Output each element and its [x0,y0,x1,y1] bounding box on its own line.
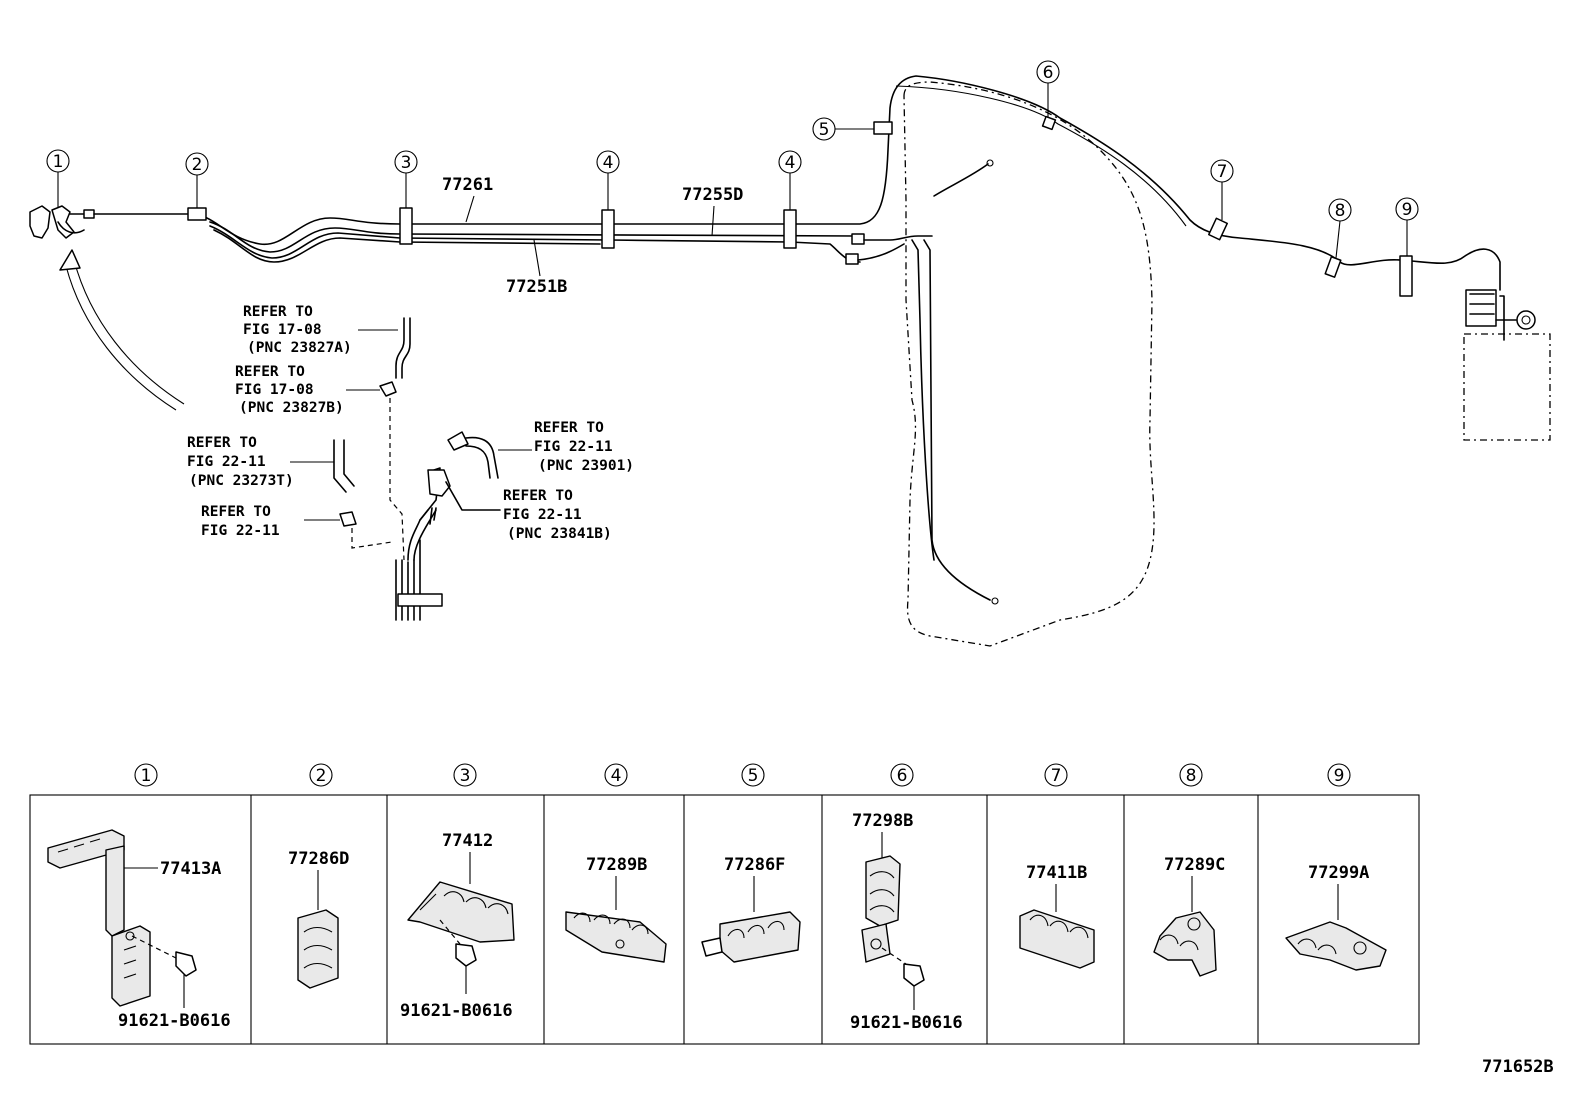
clip-9-drawing [1399,255,1413,297]
front-clip-drawing [29,205,95,239]
figure-id: 771652B [1482,1057,1554,1077]
bolt-6-drawing [881,947,925,1010]
ref-1-line1: REFER TO [243,304,313,320]
part-77299A-label: 77299A [1308,863,1369,883]
parts-table: 1 2 3 4 5 6 7 8 9 77413A 9 [29,763,1420,1045]
table-col-5-num: 5 [748,766,759,786]
callout-9: 9 [1402,200,1413,220]
canister-drawing [1463,289,1551,441]
table-col-9-num: 9 [1334,766,1345,786]
part-77286F-label: 77286F [724,855,785,875]
part-77413A-label: 77413A [160,859,221,879]
callout-2: 2 [192,155,203,175]
clip-2-drawing [187,207,207,221]
callout-6: 6 [1043,63,1054,83]
bolt-6-label: 91621-B0616 [850,1013,963,1033]
clip-4a-drawing [601,209,615,249]
part-77411B-label: 77411B [1026,863,1087,883]
lower-connector-drawing [333,317,501,621]
label-77251B: 77251B [506,277,567,297]
part-77286D-label: 77286D [288,849,349,869]
part-77298B-drawing [861,855,901,963]
clip-8-drawing [1324,256,1342,278]
ref-3-line3: (PNC 23273T) [189,473,294,489]
bolt-1-drawing [131,935,197,1008]
bolt-1-label: 91621-B0616 [118,1011,231,1031]
part-77289C-drawing [1153,911,1217,977]
callout-1: 1 [53,152,64,172]
callout-4a: 4 [603,153,614,173]
part-77412-label: 77412 [442,831,493,851]
ref-3-line1: REFER TO [187,435,257,451]
callout-4b: 4 [785,153,796,173]
ref-4-line2: FIG 22-11 [201,523,280,539]
callout-7: 7 [1217,162,1228,182]
ref-6-line2: FIG 22-11 [503,507,582,523]
part-77286D-drawing [297,909,339,989]
ref-2-line1: REFER TO [235,364,305,380]
ref-5-line1: REFER TO [534,420,604,436]
table-col-6-num: 6 [897,766,908,786]
table-col-1-num: 1 [141,766,152,786]
part-77413A-drawing [47,829,151,1007]
upper-callouts: 1 2 3 4 4 5 6 7 8 9 [46,60,1419,259]
callout-3: 3 [401,153,412,173]
ref-2-line2: FIG 17-08 [235,382,314,398]
table-col-2-num: 2 [316,766,327,786]
ref-1-line3: (PNC 23827A) [247,340,352,356]
clip-5-drawing [873,121,893,135]
bolt-3-label: 91621-B0616 [400,1001,513,1021]
part-77289B-drawing [565,911,667,963]
label-77261: 77261 [442,175,493,195]
part-77289B-label: 77289B [586,855,647,875]
ref-1-line2: FIG 17-08 [243,322,322,338]
ref-3-line2: FIG 22-11 [187,454,266,470]
callout-8: 8 [1335,201,1346,221]
part-77298B-label: 77298B [852,811,913,831]
fuel-tank-outline [903,81,1155,647]
table-col-4-num: 4 [611,766,622,786]
clip-6-drawing [1041,115,1057,131]
part-77411B-drawing [1019,909,1095,969]
refer-notes: REFER TO FIG 17-08 (PNC 23827A) REFER TO… [187,304,634,542]
bolt-3-drawing [439,919,477,994]
clip-3-drawing [399,207,413,245]
part-77286F-drawing [701,911,801,963]
part-77412-drawing [407,881,515,943]
table-col-8-num: 8 [1186,766,1197,786]
arrow-to-clip [59,249,185,411]
ref-6-line3: (PNC 23841B) [507,526,612,542]
clip-7-drawing [1208,217,1228,241]
part-77299A-drawing [1285,921,1387,971]
table-col-7-num: 7 [1051,766,1062,786]
clip-4b-drawing [783,209,797,249]
ref-5-line3: (PNC 23901) [538,458,634,474]
ref-2-line3: (PNC 23827B) [239,400,344,416]
ref-6-line1: REFER TO [503,488,573,504]
ref-5-line2: FIG 22-11 [534,439,613,455]
table-col-3-num: 3 [460,766,471,786]
part-77289C-label: 77289C [1164,855,1225,875]
label-77255D: 77255D [682,185,743,205]
ref-4-line1: REFER TO [201,504,271,520]
fuel-line-bundle [93,75,1501,291]
callout-5: 5 [819,120,830,140]
